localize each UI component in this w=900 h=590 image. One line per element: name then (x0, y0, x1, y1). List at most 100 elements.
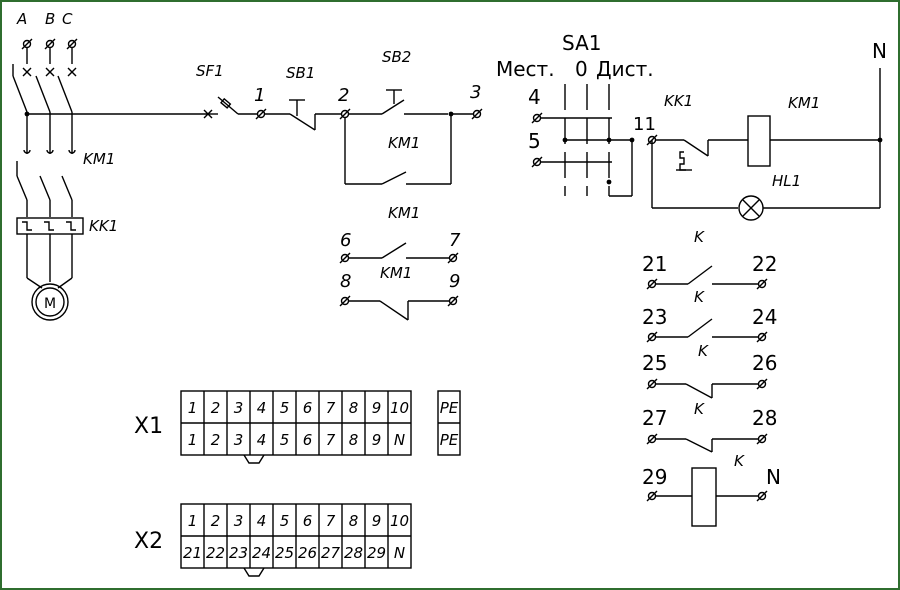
km1-power-label: KM1 (83, 150, 115, 168)
node-7-label: 7 (449, 230, 461, 251)
mode-local-label: Мест. (496, 57, 555, 81)
k1-label: K (694, 288, 705, 306)
k2-label: K (698, 342, 709, 360)
km1-holding-contact (344, 114, 452, 185)
km1-aux2-label: KM1 (380, 264, 412, 282)
x1-terminal-bottom-6: 6 (303, 431, 313, 449)
x1-terminal-bottom-2: 2 (211, 431, 221, 449)
main-breaker (12, 64, 77, 113)
phase-a-label: A (16, 10, 27, 28)
km1-coil (747, 115, 771, 167)
node-24-label: 24 (752, 305, 777, 329)
x2-terminal-bottom-4: 24 (252, 544, 271, 562)
x1-terminal-bottom-1: 1 (188, 431, 198, 449)
node-25-label: 25 (642, 351, 667, 375)
x1-terminal-bottom-7: 7 (326, 431, 336, 449)
x1-terminal-top-5: 5 (280, 399, 290, 417)
x1-terminal-bottom-10: N (394, 431, 405, 449)
motor-symbol: M (31, 283, 69, 321)
neutral-bottom-label: N (766, 465, 781, 489)
motor-label: M (44, 296, 56, 312)
kk1-ctrl-label: KK1 (664, 92, 693, 110)
x2-terminal-bottom-5: 25 (275, 544, 294, 562)
km1-aux-label: KM1 (388, 204, 420, 222)
km1-coil-label: KM1 (788, 94, 820, 112)
hl1-label: HL1 (772, 172, 801, 190)
x1-label: X1 (134, 414, 163, 439)
k-relay-contacts: K 21 22 K 23 24 K 25 26 K 27 28 (642, 228, 781, 527)
x2-terminal-top-5: 5 (280, 512, 290, 530)
node-11-label: 11 (633, 114, 656, 135)
x1-terminal-bottom-8: 8 (349, 431, 359, 449)
x1-terminal-bottom-9: 9 (372, 431, 382, 449)
x1-pe-bottom: PE (440, 431, 459, 449)
x2-terminal-top-9: 9 (372, 512, 382, 530)
kk1-nc-contact (676, 139, 709, 171)
sf1-label: SF1 (196, 62, 224, 80)
node-23-label: 23 (642, 305, 667, 329)
x1-terminal-bottom-5: 5 (280, 431, 290, 449)
sa1-selector-switch: SA1 Мест. 0 Дист. 4 5 (496, 31, 654, 197)
x2-terminal-top-6: 6 (303, 512, 313, 530)
x1-terminal-top-2: 2 (211, 399, 221, 417)
mode-zero-label: 0 (575, 57, 588, 81)
node-1-label: 1 (254, 85, 265, 106)
node-27-label: 27 (642, 406, 667, 430)
x2-terminal-top-2: 2 (211, 512, 221, 530)
control-circuit: SF1 1 SB1 2 SB2 3 (196, 48, 483, 321)
node-2-label: 2 (338, 85, 349, 106)
k4-label: K (734, 452, 745, 470)
x2-terminal-bottom-3: 23 (229, 544, 248, 562)
x1-terminal-top-6: 6 (303, 399, 313, 417)
sb1-label: SB1 (286, 64, 315, 82)
x1-terminal-bottom-3: 3 (234, 431, 244, 449)
x2-terminal-top-7: 7 (326, 512, 336, 530)
k-relay-coil (691, 467, 717, 527)
x1-pe-top: PE (440, 399, 459, 417)
sa1-label: SA1 (562, 31, 601, 55)
neutral-top-label: N (872, 39, 887, 63)
x2-terminal-bottom-9: 29 (367, 544, 386, 562)
node-9-label: 9 (449, 271, 460, 292)
kk1-power-label: KK1 (89, 217, 118, 235)
phase-terminals (21, 38, 78, 50)
km1-aux-contact-nc (349, 300, 449, 321)
x2-terminal-top-8: 8 (349, 512, 359, 530)
x1-terminal-top-1: 1 (188, 399, 198, 417)
sb2-start-button (349, 89, 448, 115)
hl1-lamp (738, 195, 764, 221)
mode-remote-label: Дист. (596, 57, 654, 81)
x1-terminal-top-7: 7 (326, 399, 336, 417)
node-5-label: 5 (528, 129, 541, 153)
power-circuit: A B C (12, 10, 208, 321)
phase-b-label: B (45, 10, 55, 28)
node-4-label: 4 (528, 85, 541, 109)
km1-aux-contact-no (349, 242, 449, 259)
x2-terminal-top-10: 10 (390, 512, 409, 530)
node-6-label: 6 (340, 230, 351, 251)
x1-terminal-top-8: 8 (349, 399, 359, 417)
km1-main-contacts (16, 149, 76, 217)
k-top-label: K (694, 228, 705, 246)
node-22-label: 22 (752, 252, 777, 276)
sb1-stop-button (289, 99, 342, 131)
kk1-thermal-relay (16, 217, 84, 235)
node-29-label: 29 (642, 465, 667, 489)
x2-terminal-top-4: 4 (257, 512, 267, 530)
x2-terminal-bottom-7: 27 (321, 544, 341, 562)
x2-terminal-bottom-6: 26 (298, 544, 317, 562)
node-26-label: 26 (752, 351, 777, 375)
x2-terminal-top-1: 1 (188, 512, 198, 530)
x2-terminal-top-3: 3 (234, 512, 244, 530)
x1-terminal-top-10: 10 (390, 399, 409, 417)
node-8-label: 8 (340, 271, 351, 292)
node-21-label: 21 (642, 252, 667, 276)
k3-label: K (694, 400, 705, 418)
x2-terminal-bottom-8: 28 (344, 544, 363, 562)
x2-terminal-bottom-2: 22 (206, 544, 225, 562)
x2-terminal-bottom-10: N (394, 544, 405, 562)
x2-terminal-bottom-1: 21 (183, 544, 202, 562)
